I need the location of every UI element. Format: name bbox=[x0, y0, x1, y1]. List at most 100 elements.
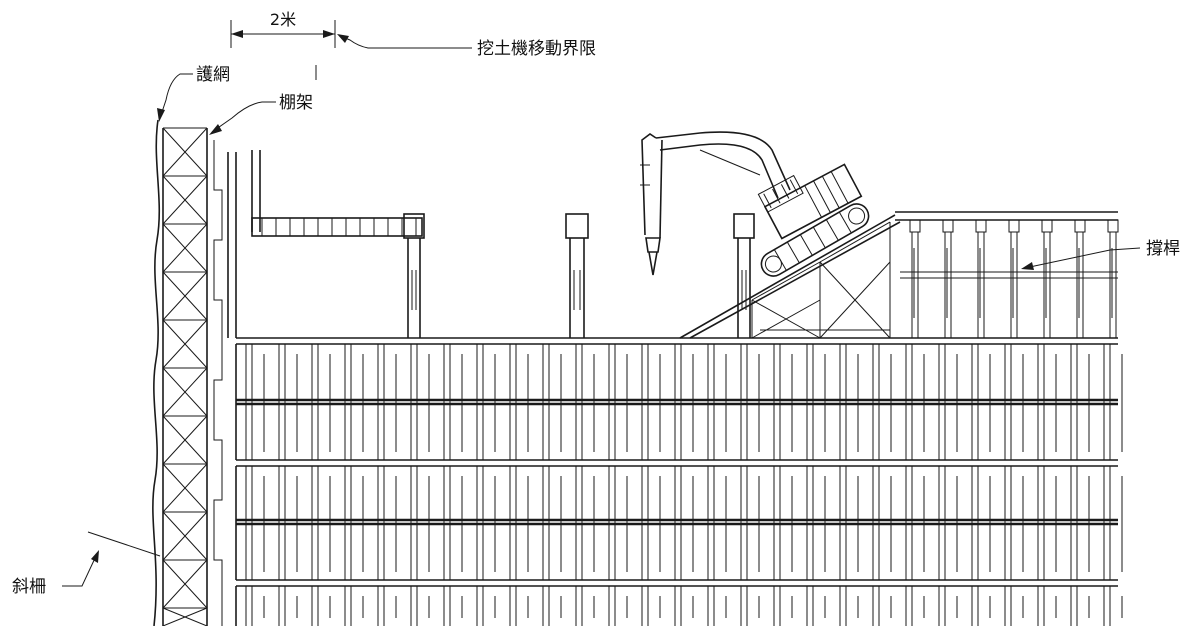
story-column bbox=[443, 586, 451, 626]
story-column bbox=[311, 586, 319, 626]
story-column bbox=[542, 344, 550, 460]
excavator-limit-label: 挖土機移動界限 bbox=[477, 39, 596, 59]
column-strut bbox=[573, 270, 581, 310]
scaffold-brace bbox=[162, 415, 208, 465]
story-column bbox=[1037, 344, 1045, 460]
story-column bbox=[476, 586, 484, 626]
column-strut bbox=[411, 270, 417, 310]
right-column-cap bbox=[1074, 219, 1086, 233]
floor-slab bbox=[236, 337, 1118, 345]
scaffold-brace bbox=[162, 511, 208, 561]
floor-slab bbox=[236, 579, 1118, 587]
inclined-fence-leader bbox=[62, 555, 97, 587]
story-column bbox=[773, 344, 781, 460]
story-column bbox=[872, 344, 880, 460]
story-column bbox=[773, 466, 781, 580]
story-column bbox=[1037, 466, 1045, 580]
story-column bbox=[245, 344, 253, 460]
scaffold-brace bbox=[162, 319, 208, 369]
protective-net bbox=[152, 119, 161, 627]
story-column bbox=[740, 344, 748, 460]
top-beam bbox=[251, 217, 423, 237]
story-column bbox=[476, 344, 484, 460]
story-column bbox=[773, 586, 781, 626]
story-column bbox=[476, 466, 484, 580]
scaffold-label: 棚架 bbox=[279, 93, 313, 113]
story-beam bbox=[236, 518, 1118, 526]
right-column bbox=[911, 232, 919, 338]
right-roof-slab bbox=[895, 211, 1118, 221]
story-column bbox=[245, 586, 253, 626]
story-column bbox=[509, 586, 517, 626]
story-column bbox=[971, 344, 979, 460]
story-column bbox=[905, 466, 913, 580]
story-column bbox=[509, 466, 517, 580]
excavator bbox=[640, 131, 870, 277]
protective-net-leader bbox=[159, 73, 193, 119]
story-column bbox=[938, 466, 946, 580]
story-column bbox=[971, 586, 979, 626]
story-column bbox=[938, 344, 946, 460]
right-column-cap bbox=[1041, 219, 1053, 233]
scaffold-brace bbox=[162, 223, 208, 273]
story-column bbox=[542, 586, 550, 626]
excavator-limit-leader bbox=[339, 35, 472, 49]
story-column bbox=[278, 586, 286, 626]
story-column bbox=[674, 466, 682, 580]
right-column bbox=[1010, 232, 1018, 338]
story-column bbox=[740, 466, 748, 580]
story-column bbox=[1070, 466, 1078, 580]
story-column bbox=[740, 586, 748, 626]
story-column bbox=[575, 344, 583, 460]
right-column bbox=[977, 232, 985, 338]
story-column bbox=[1004, 344, 1012, 460]
story-column bbox=[872, 586, 880, 626]
story-column bbox=[905, 344, 913, 460]
right-column bbox=[1043, 232, 1051, 338]
scaffold-brace bbox=[162, 559, 208, 609]
column bbox=[737, 238, 751, 338]
story-column bbox=[839, 586, 847, 626]
ramp-trestle bbox=[679, 214, 901, 339]
story-column bbox=[608, 586, 616, 626]
dimension-label: 2米 bbox=[270, 10, 296, 29]
story-column bbox=[311, 466, 319, 580]
protective-net-label: 護網 bbox=[196, 65, 230, 85]
story-beam bbox=[236, 398, 1118, 406]
right-column-cap bbox=[909, 219, 921, 233]
story-column bbox=[608, 344, 616, 460]
scaffold-tower bbox=[162, 127, 223, 627]
story-column bbox=[839, 344, 847, 460]
story-column bbox=[278, 344, 286, 460]
story-column bbox=[641, 466, 649, 580]
scaffold-brace bbox=[162, 607, 208, 627]
scaffold-leader bbox=[211, 101, 276, 133]
inclined-fence-label: 斜柵 bbox=[12, 577, 46, 597]
story-column bbox=[377, 466, 385, 580]
story-column bbox=[641, 344, 649, 460]
building-frame bbox=[227, 150, 1123, 626]
right-column-cap bbox=[1107, 219, 1119, 233]
scaffold-wall-profile bbox=[213, 140, 223, 626]
right-column-cap bbox=[975, 219, 987, 233]
story-column bbox=[377, 344, 385, 460]
story-column bbox=[1004, 466, 1012, 580]
story-column bbox=[1070, 586, 1078, 626]
right-column bbox=[944, 232, 952, 338]
story-column bbox=[674, 586, 682, 626]
story-column bbox=[938, 586, 946, 626]
story-column bbox=[806, 466, 814, 580]
story-column bbox=[971, 466, 979, 580]
scaffold-brace bbox=[162, 367, 208, 417]
story-column bbox=[311, 344, 319, 460]
scaffold-brace bbox=[162, 175, 208, 225]
story-column bbox=[443, 344, 451, 460]
story-column bbox=[410, 466, 418, 580]
story-column bbox=[608, 466, 616, 580]
story-column bbox=[1103, 344, 1111, 460]
story-column bbox=[1103, 586, 1111, 626]
right-column-cap bbox=[942, 219, 954, 233]
story-column bbox=[707, 586, 715, 626]
column-cap bbox=[565, 213, 589, 239]
